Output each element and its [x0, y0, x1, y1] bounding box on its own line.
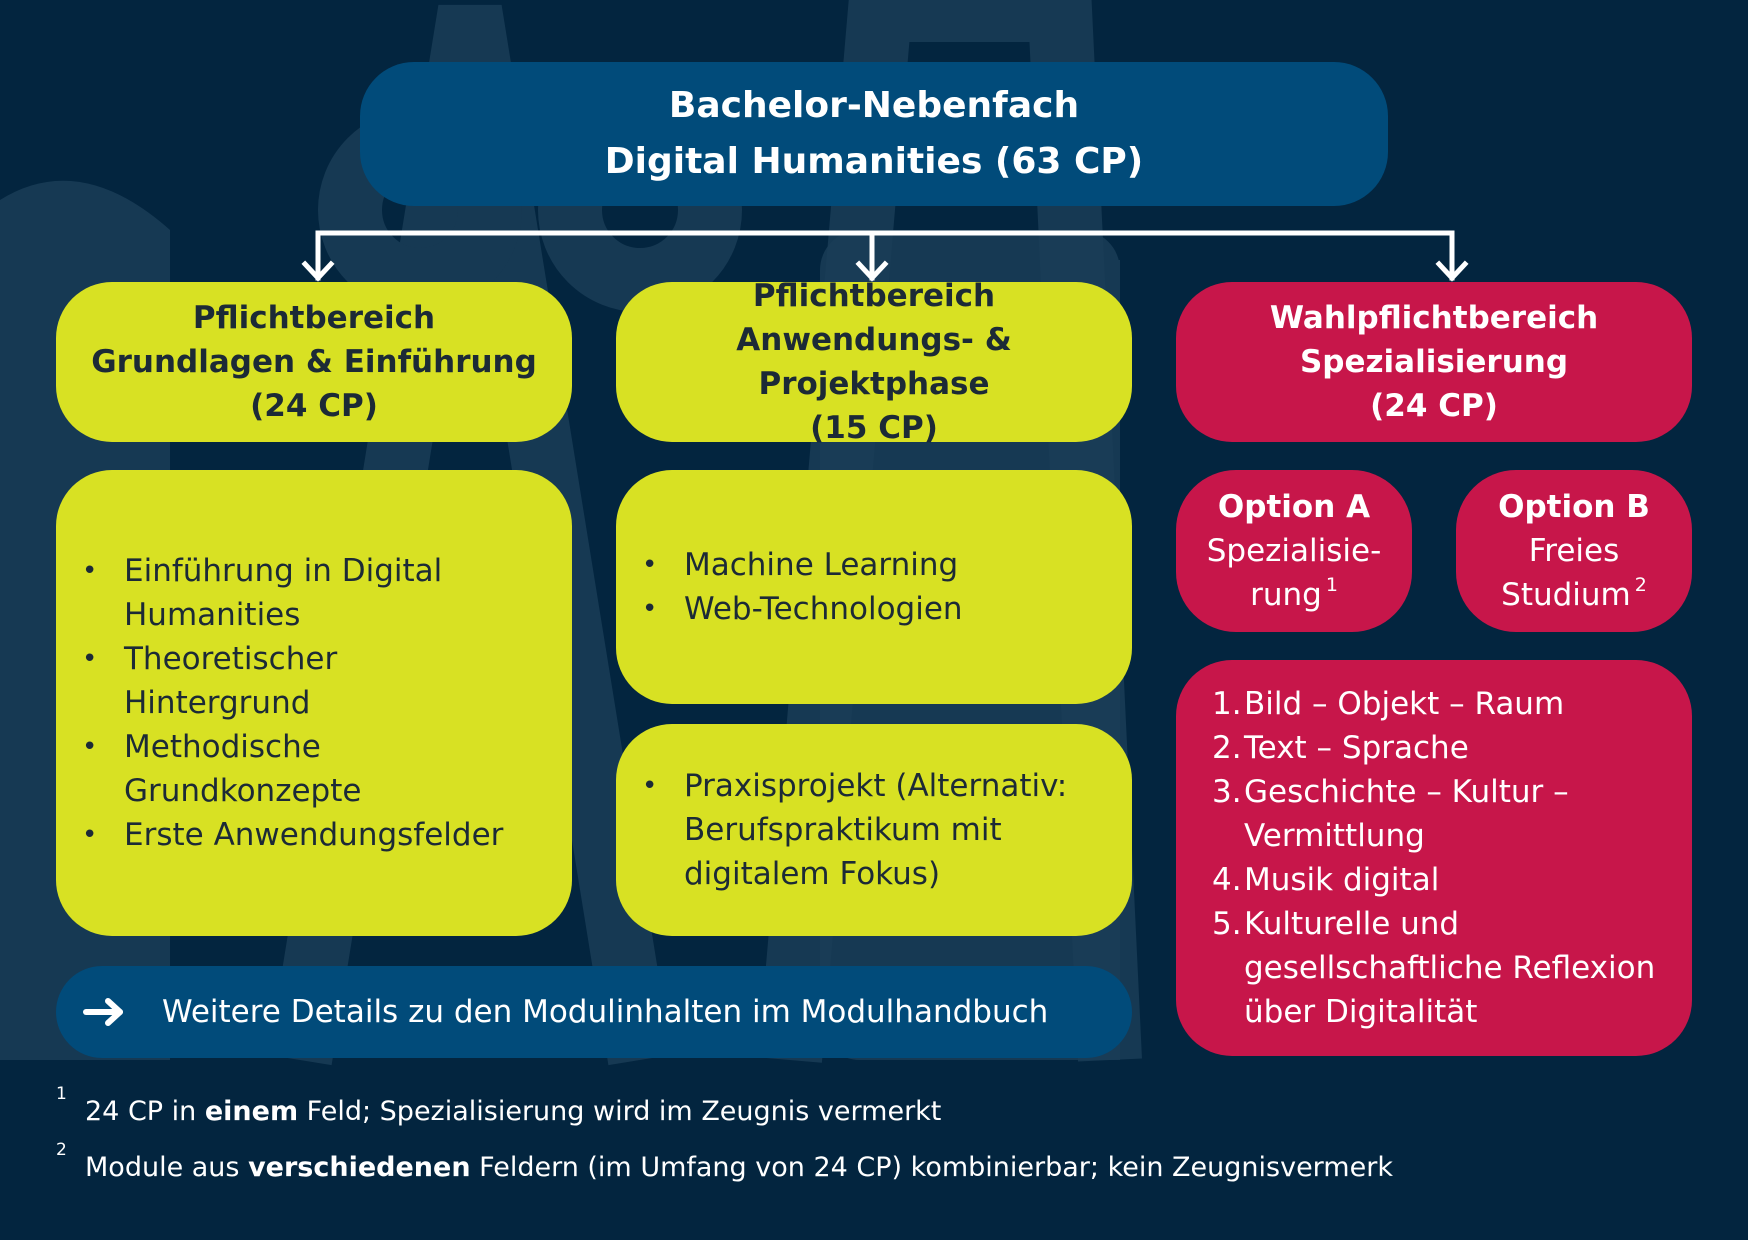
- program-title-line2: Digital Humanities (63 CP): [604, 141, 1144, 182]
- list-label: Geschichte – Kultur – Vermittlung: [1244, 774, 1569, 854]
- option-line2: Studium: [1501, 577, 1631, 613]
- area-header-line1: Pflichtbereich: [752, 278, 996, 314]
- program-title-line1: Bachelor-Nebenfach: [668, 85, 1080, 126]
- projekt-module-list-box: Praxisprojekt (Alternativ: Berufspraktik…: [616, 724, 1132, 936]
- footnote-marker: 1: [56, 1084, 67, 1104]
- area-header-credits: (24 CP): [250, 388, 378, 424]
- footnote-marker: 2: [56, 1140, 67, 1160]
- list-item: Methodische Grundkonzepte: [56, 725, 526, 813]
- area-header-line2: Spezialisierung: [1299, 344, 1569, 380]
- list-number: 4.: [1212, 862, 1242, 898]
- list-item: Machine Learning: [616, 543, 1086, 587]
- area-header-grundlagen: Pflichtbereich Grundlagen & Einführung (…: [56, 282, 572, 442]
- arrowhead-right: [1435, 260, 1469, 282]
- footnote-2: 2 Module aus verschiedenen Feldern (im U…: [56, 1140, 1393, 1183]
- area-header-wahlpflicht: Wahlpflichtbereich Spezialisierung (24 C…: [1176, 282, 1692, 442]
- projekt-module-list: Praxisprojekt (Alternativ: Berufspraktik…: [616, 764, 1106, 896]
- list-item: 1.Bild – Objekt – Raum: [1176, 682, 1656, 726]
- area-header-credits: (24 CP): [1370, 388, 1498, 424]
- list-label: Bild – Objekt – Raum: [1244, 686, 1565, 722]
- program-title-box: Bachelor-Nebenfach Digital Humanities (6…: [360, 62, 1388, 206]
- list-label: Musik digital: [1244, 862, 1440, 898]
- footnote-1: 1 24 CP in einem Feld; Spezialisierung w…: [56, 1084, 942, 1127]
- option-line1: Spezialisie-: [1206, 533, 1382, 569]
- arrow-right-icon: [83, 998, 123, 1026]
- footnote-text-bold: verschiedenen: [248, 1152, 471, 1183]
- option-title: Option B: [1498, 489, 1650, 525]
- list-item: Erste Anwendungsfelder: [56, 813, 526, 857]
- area-header-line2: Anwendungs- & Projektphase: [736, 322, 1012, 402]
- specialization-field-list: 1.Bild – Objekt – Raum 2.Text – Sprache …: [1176, 682, 1656, 1034]
- modulhandbuch-link-text: Weitere Details zu den Modulinhalten im …: [162, 994, 1049, 1030]
- anwendung-module-list: Machine Learning Web-Technologien: [616, 543, 1086, 631]
- anwendung-module-list-box: Machine Learning Web-Technologien: [616, 470, 1132, 704]
- area-header-line1: Wahlpflichtbereich: [1269, 300, 1599, 336]
- footnote-text-bold: einem: [204, 1096, 299, 1127]
- footnote-marker: 2: [1634, 574, 1647, 596]
- list-item: 2.Text – Sprache: [1176, 726, 1656, 770]
- footnote-text-pre: 24 CP in: [85, 1096, 205, 1127]
- area-header-credits: (15 CP): [810, 410, 938, 446]
- area-header-line2: Grundlagen & Einführung: [91, 344, 537, 380]
- area-header-line1: Pflichtbereich: [192, 300, 436, 336]
- list-item: 5.Kulturelle und gesellschaftliche Refle…: [1176, 902, 1656, 1034]
- footnote-text-post: Feld; Spezialisierung wird im Zeugnis ve…: [298, 1096, 942, 1127]
- list-item: Web-Technologien: [616, 587, 1086, 631]
- option-line1: Freies: [1528, 533, 1620, 569]
- grundlagen-module-list-box: Einführung in Digital Humanities Theoret…: [56, 470, 572, 936]
- footnote-marker: 1: [1325, 574, 1338, 596]
- list-item: Einführung in Digital Humanities: [56, 549, 526, 637]
- arrowhead-middle: [855, 260, 889, 282]
- list-number: 1.: [1212, 686, 1242, 722]
- arrowhead-left: [301, 260, 335, 282]
- list-item: Theoretischer Hintergrund: [56, 637, 526, 725]
- area-header-anwendung: Pflichtbereich Anwendungs- & Projektphas…: [616, 278, 1132, 446]
- list-item: 3.Geschichte – Kultur – Vermittlung: [1176, 770, 1656, 858]
- list-number: 5.: [1212, 906, 1242, 942]
- option-line2: rung: [1250, 577, 1322, 613]
- option-title: Option A: [1217, 489, 1371, 525]
- list-label: Text – Sprache: [1244, 730, 1469, 766]
- modulhandbuch-link[interactable]: Weitere Details zu den Modulinhalten im …: [56, 966, 1132, 1058]
- footnote-text-post: Feldern (im Umfang von 24 CP) kombinierb…: [470, 1152, 1393, 1183]
- grundlagen-module-list: Einführung in Digital Humanities Theoret…: [56, 549, 526, 857]
- list-number: 3.: [1212, 774, 1242, 810]
- list-item: Praxisprojekt (Alternativ: Berufspraktik…: [616, 764, 1106, 896]
- footnote-text-pre: Module aus: [85, 1152, 249, 1183]
- specialization-fields-box: 1.Bild – Objekt – Raum 2.Text – Sprache …: [1176, 660, 1692, 1056]
- list-label: Kulturelle und gesellschaftliche Reflexi…: [1244, 906, 1656, 1030]
- list-number: 2.: [1212, 730, 1242, 766]
- list-item: 4.Musik digital: [1176, 858, 1656, 902]
